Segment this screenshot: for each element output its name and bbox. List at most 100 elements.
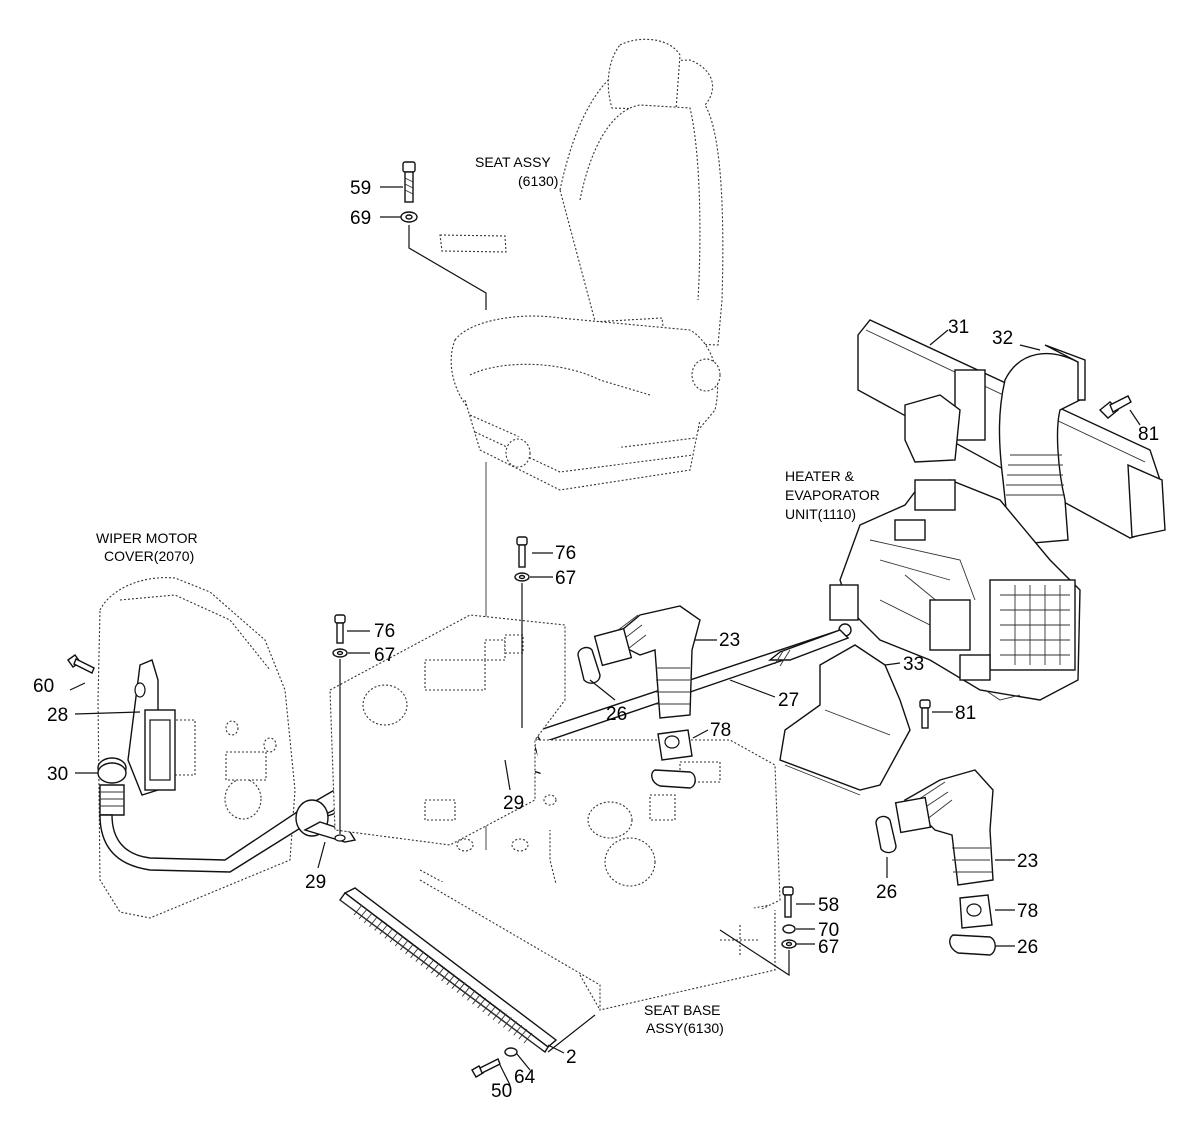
grille-slot <box>461 986 471 997</box>
callout-69: 69 <box>350 208 371 229</box>
svg-text:COVER(2070): COVER(2070) <box>104 548 194 564</box>
elbow-23-lower <box>894 769 994 886</box>
seat-base-assembly <box>329 614 781 1011</box>
bolt-81-lower <box>919 699 931 729</box>
callout-26-lower-right: 26 <box>1017 937 1038 958</box>
grille-slot <box>405 943 414 955</box>
bracket-28 <box>127 659 176 796</box>
callout-67-left: 67 <box>374 645 395 666</box>
grille-cover-2 <box>339 887 558 1054</box>
grille-slot <box>508 1021 517 1032</box>
callout-26-upper: 26 <box>606 704 627 725</box>
grille-slot <box>436 966 445 978</box>
grille-slot <box>441 970 450 982</box>
clamp-29-front <box>295 799 357 843</box>
cap-26-lower-left <box>875 815 897 854</box>
callout-26-lower-left: 26 <box>876 882 897 903</box>
duct-33 <box>779 644 911 796</box>
grille-slot <box>487 1005 497 1017</box>
grille-slot <box>374 920 383 931</box>
washer-67-lower <box>781 939 797 949</box>
svg-text:WIPER MOTOR: WIPER MOTOR <box>96 530 198 546</box>
svg-text:UNIT(1110): UNIT(1110) <box>785 506 856 522</box>
grille-slot <box>400 939 409 951</box>
grille-slot <box>523 1032 533 1044</box>
grille-slot <box>482 1001 492 1013</box>
washer-67-right <box>514 572 530 582</box>
grille-slot <box>353 904 363 916</box>
callout-23-lower: 23 <box>1017 851 1038 872</box>
grille-slots <box>353 904 533 1044</box>
callout-76-right: 76 <box>555 543 576 564</box>
grille-slot <box>456 982 466 993</box>
callout-78-upper: 78 <box>710 720 731 741</box>
bolt-76-right <box>516 536 528 568</box>
callout-30: 30 <box>47 764 68 785</box>
callout-67-right: 67 <box>555 568 576 589</box>
bolt-76-left <box>334 614 346 644</box>
grille-slot <box>379 924 389 935</box>
elbow-23-upper <box>593 605 701 719</box>
grille-slot <box>415 951 425 962</box>
callout-29-front: 29 <box>305 872 326 893</box>
grille-slot <box>389 931 399 943</box>
callout-64: 64 <box>514 1067 536 1088</box>
svg-text:EVAPORATOR: EVAPORATOR <box>785 487 880 503</box>
grille-slot <box>497 1013 507 1024</box>
caption-heater-unit: HEATER & EVAPORATOR UNIT(1110) <box>785 468 880 522</box>
callout-59: 59 <box>350 178 371 199</box>
grille-slot <box>369 916 378 927</box>
caption-seat-assy: SEAT ASSY (6130) <box>475 154 558 189</box>
callout-27: 27 <box>778 690 799 711</box>
callout-81-lower: 81 <box>955 703 976 724</box>
grille-slot <box>358 908 368 920</box>
washer-67-left <box>332 648 348 658</box>
callout-23-upper: 23 <box>719 630 740 651</box>
washer-69 <box>400 211 418 223</box>
callout-32: 32 <box>992 328 1013 349</box>
cap-26-middle <box>651 769 696 789</box>
grille-slot <box>466 990 476 1001</box>
callout-81-upper: 81 <box>1138 424 1159 445</box>
callout-33: 33 <box>903 654 924 675</box>
grille-slot <box>472 993 481 1005</box>
grille-slot <box>503 1017 512 1028</box>
grille-slot <box>430 962 440 974</box>
callout-28: 28 <box>47 705 68 726</box>
grille-slot <box>451 978 461 989</box>
callout-29-rear: 29 <box>503 793 524 814</box>
seat-assembly <box>439 38 724 491</box>
spacer-78-upper <box>657 729 693 761</box>
grille-slot <box>394 935 404 947</box>
bolt-81-upper <box>1098 395 1132 419</box>
grommet-30 <box>97 757 127 816</box>
grille-slot <box>477 997 486 1009</box>
caption-wiper-cover: WIPER MOTOR COVER(2070) <box>96 530 198 564</box>
callout-50: 50 <box>491 1081 512 1102</box>
leader-lines <box>69 186 1141 1086</box>
svg-text:HEATER &: HEATER & <box>785 468 855 484</box>
grille-slot <box>492 1009 502 1021</box>
air-duct-32 <box>998 344 1086 546</box>
callout-78-lower: 78 <box>1017 901 1038 922</box>
callout-67-lower: 67 <box>818 937 839 958</box>
bolt-60 <box>67 654 95 674</box>
callout-76-left: 76 <box>374 621 395 642</box>
callout-numbers: 59 69 31 32 81 76 67 76 67 23 27 33 81 2… <box>33 178 1159 1102</box>
grille-slot <box>513 1024 523 1036</box>
grille-slot <box>410 947 420 958</box>
callout-2: 2 <box>566 1047 577 1068</box>
grille-slot <box>446 974 456 986</box>
cap-26-upper <box>577 646 601 684</box>
grille-slot <box>518 1028 528 1040</box>
svg-text:(6130): (6130) <box>518 173 558 189</box>
svg-text:SEAT ASSY: SEAT ASSY <box>475 154 551 170</box>
grille-slot <box>425 959 435 970</box>
washer-64 <box>504 1047 518 1057</box>
callout-60: 60 <box>33 676 54 697</box>
callout-58: 58 <box>818 895 839 916</box>
grille-slot <box>384 927 394 939</box>
bolt-50 <box>471 1058 501 1078</box>
callout-31: 31 <box>948 317 969 338</box>
